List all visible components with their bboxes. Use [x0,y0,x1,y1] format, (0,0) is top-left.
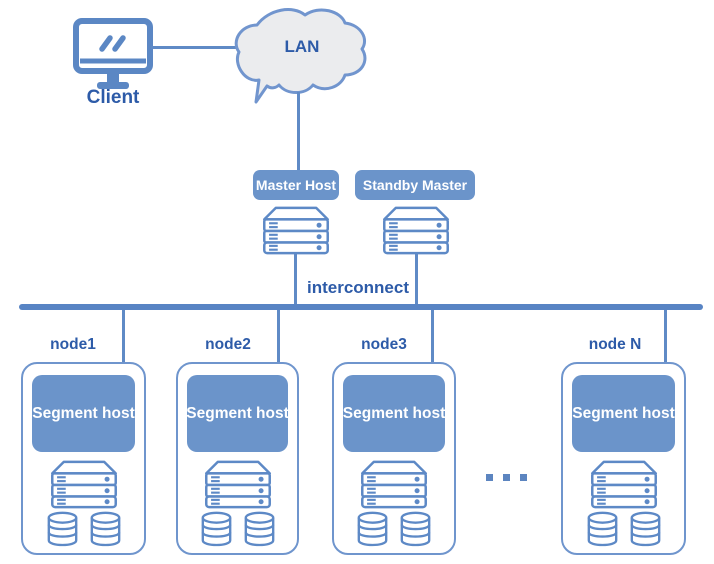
master-server-rack-icon [259,205,333,255]
database-cylinder-icon [399,511,433,549]
standby-interconnect-link [415,254,418,305]
node3-box: Segment host [332,362,456,555]
node1-drop-line [122,310,125,363]
database-cylinder-icon [242,511,276,549]
storage-group [585,511,662,549]
server-rack-icon [587,459,661,509]
lan-master-link [297,92,300,171]
server-rack-icon [47,459,121,509]
node3-drop-line [431,310,434,363]
client-lan-link [151,46,239,49]
master-interconnect-link [294,254,297,305]
client-label: Client [86,87,140,108]
node2-box: Segment host [176,362,299,555]
database-cylinder-icon [199,511,233,549]
lan-label: LAN [284,37,320,56]
database-cylinder-icon [88,511,122,549]
node1-label: node1 [50,336,96,353]
segment-host-badge: Segment host [343,375,445,452]
master-host-badge: Master Host [253,170,339,200]
interconnect-label: interconnect [306,278,410,297]
segment-host-badge: Segment host [32,375,135,452]
segment-host-badge: Segment host [186,375,289,452]
nodeN-label: node N [588,336,642,353]
node2-label: node2 [205,336,251,353]
nodeN-drop-line [664,310,667,363]
node2-drop-line [277,310,280,363]
storage-group [45,511,122,549]
database-cylinder-icon [585,511,619,549]
database-cylinder-icon [356,511,390,549]
storage-group [356,511,433,549]
monitor-icon [72,18,154,92]
node1-box: Segment host [21,362,146,555]
standby-server-rack-icon [379,205,453,255]
storage-group [199,511,276,549]
standby-master-badge: Standby Master [355,170,475,200]
server-rack-icon [201,459,275,509]
node3-label: node3 [361,336,407,353]
interconnect-bus [19,304,703,310]
database-cylinder-icon [628,511,662,549]
nodeN-box: Segment host [561,362,686,555]
server-rack-icon [357,459,431,509]
database-cylinder-icon [45,511,79,549]
segment-host-badge: Segment host [572,375,675,452]
